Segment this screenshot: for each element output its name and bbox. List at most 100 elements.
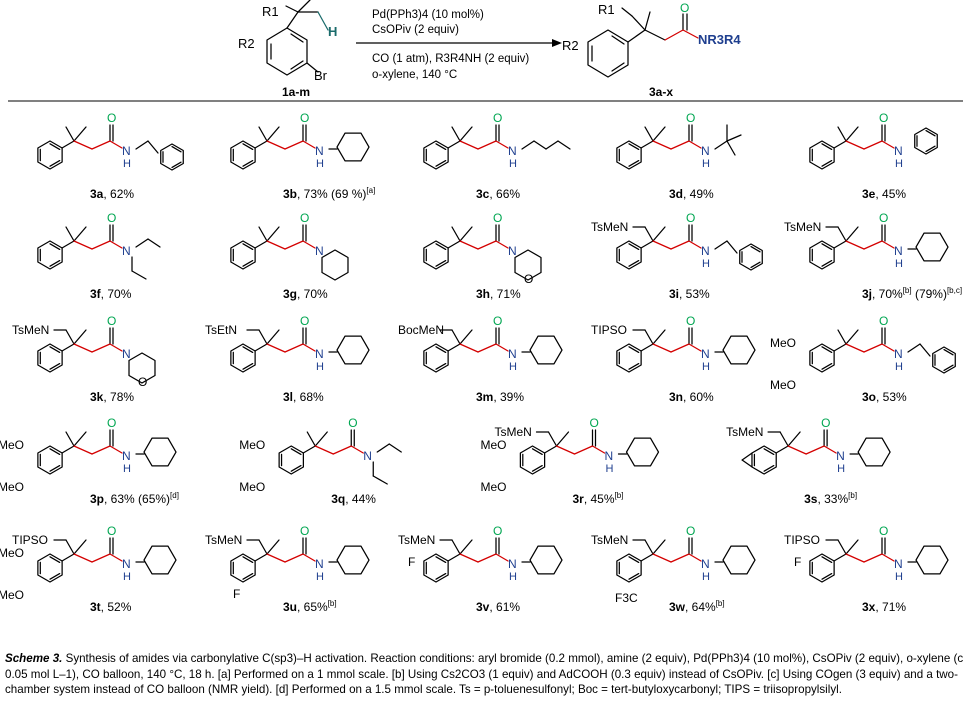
carbonyl-oxygen: O bbox=[590, 416, 599, 430]
compound-yield: , 49% bbox=[683, 187, 714, 201]
compound-yield: , 39% bbox=[493, 390, 524, 404]
amide-nitrogen: N bbox=[894, 244, 903, 258]
methoxy-label: MeO bbox=[0, 438, 24, 452]
benzene-ring bbox=[230, 240, 256, 270]
compound-id: 3v bbox=[476, 600, 490, 614]
amide-nitrogen: N bbox=[315, 144, 324, 158]
compound-id: 3e bbox=[862, 187, 876, 201]
carbonyl-oxygen: O bbox=[107, 111, 116, 125]
compound-yield: , 70% bbox=[872, 287, 903, 301]
compound-yield: , 71% bbox=[875, 600, 906, 614]
methoxy-label: MeO bbox=[239, 438, 265, 452]
compound-id: 3i bbox=[669, 287, 679, 301]
compound-yield: , 64% bbox=[685, 600, 716, 614]
amide-hydrogen: H bbox=[316, 158, 324, 170]
yield-footnote: [b] bbox=[615, 491, 624, 500]
amide-hydrogen: H bbox=[123, 158, 131, 170]
benzene-ring bbox=[37, 240, 63, 270]
amide-hydrogen: H bbox=[702, 361, 710, 373]
carbonyl-oxygen: O bbox=[107, 524, 116, 538]
amide-nitrogen: N bbox=[836, 449, 845, 463]
carbonyl-oxygen: O bbox=[879, 524, 888, 538]
amide-nitrogen: N bbox=[315, 557, 324, 571]
methoxy-label: MeO bbox=[481, 480, 507, 494]
yield-footnote: [b] bbox=[848, 491, 857, 500]
benzene-ring bbox=[160, 143, 184, 171]
benzene-ring bbox=[616, 140, 642, 170]
cyclohexyl-ring bbox=[722, 545, 756, 575]
morpholine-ring bbox=[514, 249, 542, 281]
substituent-label: TIPSO bbox=[591, 323, 627, 337]
carbonyl-oxygen: O bbox=[348, 416, 357, 430]
carbonyl-oxygen: O bbox=[300, 524, 309, 538]
compound-id: 3q bbox=[331, 492, 345, 506]
compound-label: 3j, 70%[b] (79%)[b,c] bbox=[862, 286, 962, 301]
methoxy-label: MeO bbox=[481, 438, 507, 452]
compound-label: 3d, 49% bbox=[669, 187, 714, 201]
compound-yield: , 33% bbox=[817, 492, 848, 506]
condition-catalyst: Pd(PPh3)4 (10 mol%) bbox=[372, 9, 484, 21]
benzene-ring bbox=[519, 445, 546, 475]
compound-id: 3u bbox=[283, 600, 297, 614]
benzene-ring bbox=[37, 343, 63, 373]
substituent-label: TsEtN bbox=[205, 323, 237, 337]
amide-nitrogen: N bbox=[508, 244, 517, 258]
carbonyl-oxygen: O bbox=[879, 211, 888, 225]
compound-label: 3m, 39% bbox=[476, 390, 524, 404]
substrate-h: H bbox=[328, 24, 337, 39]
amide-nitrogen: N bbox=[508, 557, 517, 571]
benzene-ring bbox=[932, 346, 956, 374]
compound-id: 3a bbox=[90, 187, 104, 201]
amide-hydrogen: H bbox=[837, 463, 845, 475]
compound-yield: , 66% bbox=[489, 187, 520, 201]
compound-id: 3o bbox=[862, 390, 876, 404]
product-label: 3a-x bbox=[649, 85, 673, 99]
carbonyl-oxygen: O bbox=[686, 314, 695, 328]
amide-hydrogen: H bbox=[702, 571, 710, 583]
product-structure: O R1 R2 NR3R4 3a-x bbox=[562, 1, 741, 99]
fluoro-label: F bbox=[794, 555, 801, 569]
product-amide: NR3R4 bbox=[698, 32, 741, 47]
carbonyl-oxygen: O bbox=[107, 211, 116, 225]
benzene-ring bbox=[739, 243, 763, 271]
yield-footnote: [b] bbox=[328, 599, 337, 608]
morpholine-oxygen: O bbox=[524, 272, 533, 286]
amide-hydrogen: H bbox=[509, 158, 517, 170]
amide-nitrogen: N bbox=[508, 347, 517, 361]
compound-label: 3i, 53% bbox=[669, 287, 710, 301]
compound-label: 3g, 70% bbox=[283, 287, 328, 301]
compound-label: 3p, 63% (65%)[d] bbox=[90, 491, 179, 506]
benzene-ring bbox=[37, 553, 63, 583]
benzene-ring bbox=[278, 445, 304, 475]
compound-yield: , 62% bbox=[103, 187, 134, 201]
cyclohexyl-ring bbox=[336, 132, 370, 162]
amide-nitrogen: N bbox=[363, 449, 372, 463]
carbonyl-oxygen: O bbox=[300, 211, 309, 225]
caption-body: Reaction conditions: aryl bromide (0.2 m… bbox=[5, 652, 964, 696]
amide-hydrogen: H bbox=[895, 158, 903, 170]
amide-hydrogen: H bbox=[316, 361, 324, 373]
benzene-ring bbox=[423, 343, 449, 373]
substituent-label: TsMeN bbox=[495, 425, 532, 439]
compound-id: 3w bbox=[669, 600, 686, 614]
amide-hydrogen: H bbox=[509, 571, 517, 583]
methoxy-label: MeO bbox=[0, 480, 24, 494]
amide-nitrogen: N bbox=[894, 144, 903, 158]
compound-id: 3m bbox=[476, 390, 493, 404]
carbonyl-oxygen: O bbox=[493, 524, 502, 538]
carbonyl-oxygen: O bbox=[107, 314, 116, 328]
carbonyl-oxygen: O bbox=[879, 111, 888, 125]
amide-nitrogen: N bbox=[701, 244, 710, 258]
yield-footnote: [d] bbox=[170, 491, 179, 500]
carbonyl-oxygen: O bbox=[300, 111, 309, 125]
